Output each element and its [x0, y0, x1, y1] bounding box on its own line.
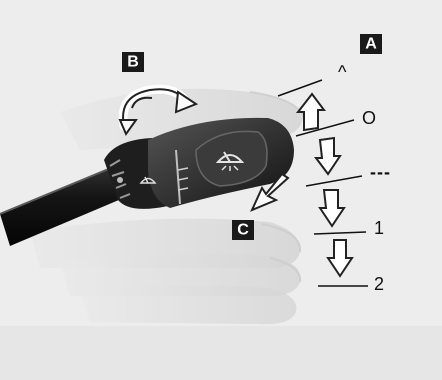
position-low-label: 1 — [374, 218, 384, 238]
callout-b: B — [122, 52, 144, 72]
position-off-label: O — [362, 108, 376, 128]
callout-c: C — [232, 220, 254, 240]
position-high-label: 2 — [374, 274, 384, 294]
position-mist-label: ^ — [338, 62, 347, 82]
position-intermittent-label: --- — [370, 162, 391, 182]
down-arrow-icon-2 — [320, 190, 344, 226]
down-arrow-icon-3 — [328, 240, 352, 276]
callout-a-label: A — [365, 36, 377, 53]
callout-c-label: C — [237, 222, 249, 239]
callout-a: A — [360, 34, 382, 54]
callout-b-label: B — [127, 54, 139, 71]
down-arrow-icon-1 — [316, 138, 340, 174]
up-arrow-icon — [298, 94, 324, 130]
